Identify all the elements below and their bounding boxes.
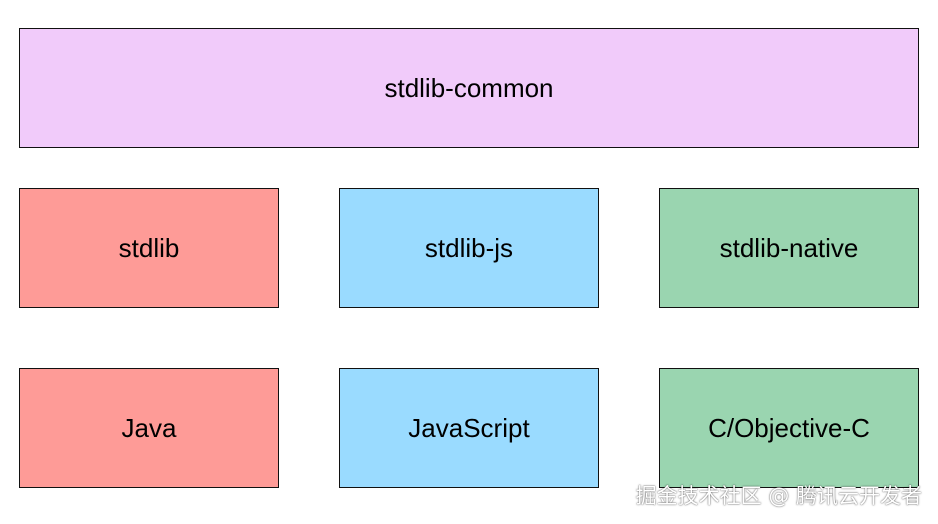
stdlib-box: stdlib (19, 188, 279, 308)
stdlib-native-box: stdlib-native (659, 188, 919, 308)
stdlib-native-label: stdlib-native (719, 232, 859, 263)
java-box: Java (19, 368, 279, 488)
c-objective-c-label: C/Objective-C (708, 412, 870, 443)
c-objective-c-box: C/Objective-C (659, 368, 919, 488)
stdlib-label: stdlib (118, 232, 180, 263)
javascript-box: JavaScript (339, 368, 599, 488)
java-label: Java (121, 412, 177, 443)
stdlib-js-box: stdlib-js (339, 188, 599, 308)
watermark: 掘金技术社区 @ 腾讯云开发者 (635, 484, 922, 508)
javascript-label: JavaScript (408, 412, 530, 443)
stdlib-common-box: stdlib-common (19, 28, 919, 148)
stdlib-common-label: stdlib-common (384, 72, 554, 103)
stdlib-js-label: stdlib-js (424, 232, 514, 263)
